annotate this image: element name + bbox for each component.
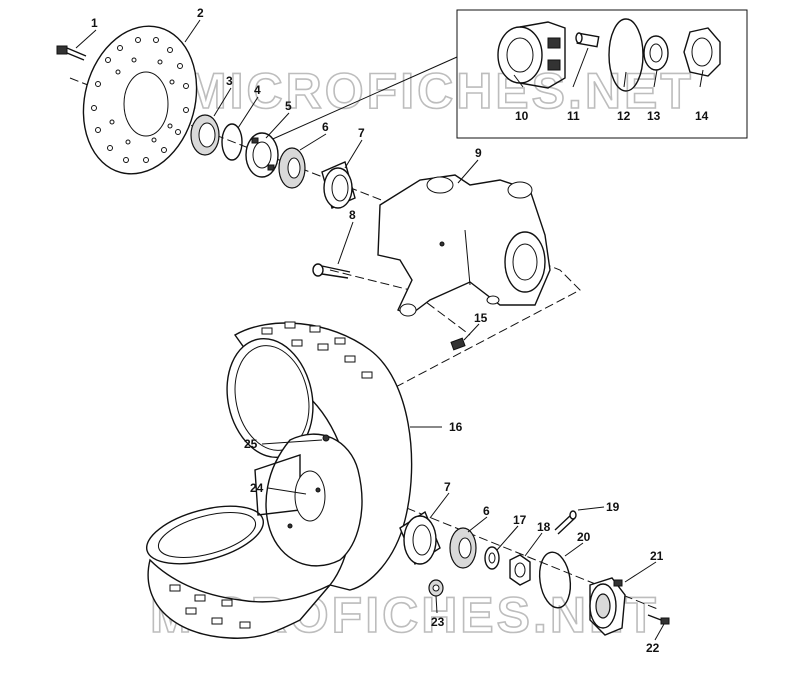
part-3-seal [190,114,220,156]
label-part-2: 2 [197,6,204,20]
part-5-bearing-carrier [245,132,279,178]
label-part-7-upper: 7 [358,126,365,140]
label-part-25: 25 [244,437,258,451]
part-7-race-upper [321,161,356,209]
label-part-17: 17 [513,513,527,527]
part-11-pin [575,32,600,48]
label-part-22: 22 [646,641,660,655]
part-22-screw [647,614,670,625]
part-12-ring [608,18,644,92]
inset-box [456,9,748,139]
part-16-tire-lower [145,505,331,639]
label-part-6-lower: 6 [483,504,490,518]
part-7-race-lower [399,510,441,566]
label-part-1: 1 [91,16,98,30]
part-23-valve-stem [428,579,444,597]
watermark-top: MICROFICHES.NET [185,63,694,119]
label-part-10: 10 [515,109,529,123]
part-24-rim [254,433,363,567]
part-9-hub-knuckle [377,174,551,317]
inset-leader-line [265,56,458,143]
part-20-o-ring [538,551,572,609]
label-part-19: 19 [606,500,620,514]
label-part-4: 4 [254,83,261,97]
label-part-21: 21 [650,549,664,563]
part-14-nut [683,27,721,77]
label-part-3: 3 [226,74,233,88]
part-16-tire [226,321,413,591]
part-21-hub-cap [589,577,626,636]
part-1-bolt [56,45,87,61]
part-6-bearing-upper [278,147,306,189]
label-part-8: 8 [349,208,356,222]
part-8-stud [312,263,351,279]
label-part-5: 5 [285,99,292,113]
label-part-6-upper: 6 [322,120,329,134]
part-4-snap-ring [221,123,243,161]
part-15-grease-fitting [450,337,466,351]
label-part-24: 24 [250,481,264,495]
label-part-15: 15 [474,311,488,325]
part-13-washer [643,35,669,71]
part-2-brake-disc [82,25,198,175]
label-part-23: 23 [431,615,445,629]
axis-line-upper [69,77,581,391]
label-part-13: 13 [647,109,661,123]
label-part-11: 11 [567,109,580,123]
label-part-12: 12 [617,109,631,123]
part-6-bearing-lower [449,527,477,569]
part-17-washer [484,546,500,570]
label-part-18: 18 [537,520,551,534]
label-part-7-lower: 7 [444,480,451,494]
label-part-16: 16 [449,420,463,434]
part-18-castle-nut [509,554,531,586]
label-part-14: 14 [695,109,709,123]
part-19-cotter-pin [554,510,577,535]
leader-lines [75,19,704,641]
label-part-20: 20 [577,530,591,544]
label-part-9: 9 [475,146,482,160]
